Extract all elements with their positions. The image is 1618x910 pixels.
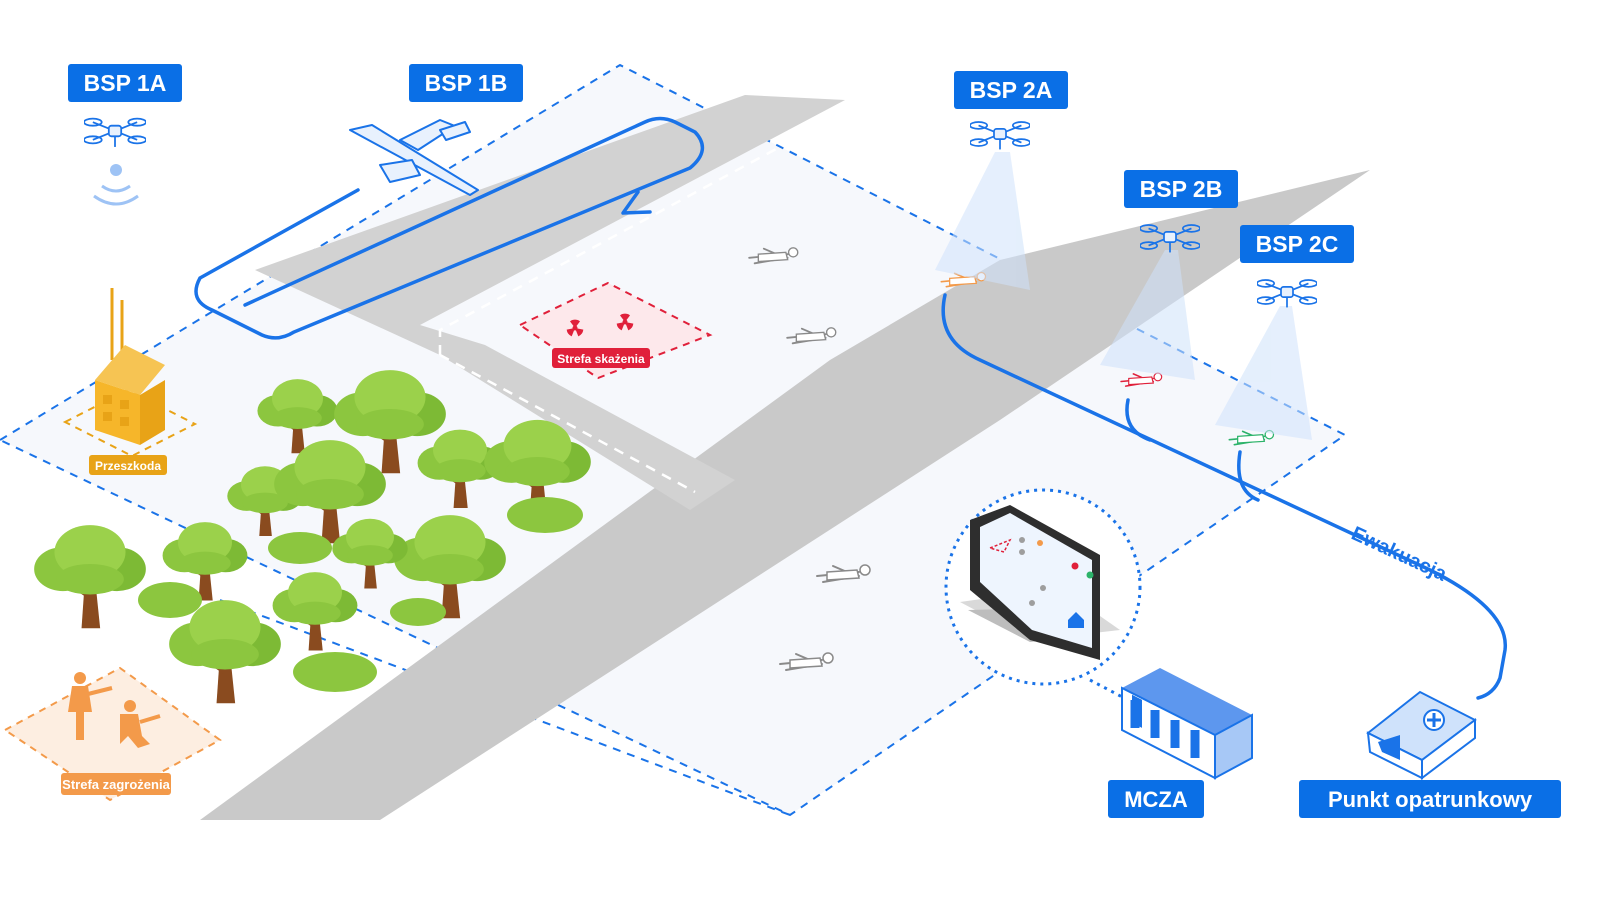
evacuation-route [941,293,1507,700]
evacuation-label: Ewakuacja [1348,523,1451,587]
obstacle-zone [62,288,198,458]
obstacle-label: Przeszkoda [95,459,161,473]
label-mcza: MCZA [1108,780,1204,818]
label-punkt-opatrunkowy-text: Punkt opatrunkowy [1328,787,1533,812]
label-bsp-1b-text: BSP 1B [425,70,508,96]
contamination-label: Strefa skażenia [557,352,645,366]
label-bsp-2b-text: BSP 2B [1140,176,1223,202]
quadcopter-icon [1257,279,1317,309]
label-bsp-1b: BSP 1B [409,64,523,102]
patrol-route [194,116,705,340]
uav-bsp-1b [349,119,479,196]
forest [34,370,591,703]
road-network [200,95,1370,820]
fixed-wing-uav-icon [349,119,479,196]
uav-bsp-1a [84,117,146,206]
label-bsp-1a-text: BSP 1A [84,70,167,96]
label-bsp-2c: BSP 2C [1240,225,1354,263]
label-bsp-2a-text: BSP 2A [970,77,1053,103]
obstacle-tag: Przeszkoda [89,455,167,475]
label-bsp-1a: BSP 1A [68,64,182,102]
soldier-icon [68,672,161,748]
label-bsp-2c-text: BSP 2C [1256,231,1339,257]
tree-icon [34,525,146,628]
camera-beams [935,152,1312,440]
label-punkt-opatrunkowy: Punkt opatrunkowy [1299,780,1561,818]
laptop-map-icon [944,488,1142,686]
building-icon [95,288,165,445]
medical-tent-icon [1366,690,1477,781]
label-mcza-text: MCZA [1124,787,1188,812]
quadcopter-icon [84,117,146,148]
contamination-tag: Strefa skażenia [552,348,650,368]
label-bsp-2b: BSP 2B [1124,170,1238,208]
quadcopter-icon [970,121,1030,151]
threat-zone-tag: Strefa zagrożenia [61,773,171,795]
threat-zone-label: Strefa zagrożenia [62,777,170,792]
container-icon [1121,668,1253,780]
label-bsp-2a: BSP 2A [954,71,1068,109]
radio-signal-icon [93,164,139,206]
